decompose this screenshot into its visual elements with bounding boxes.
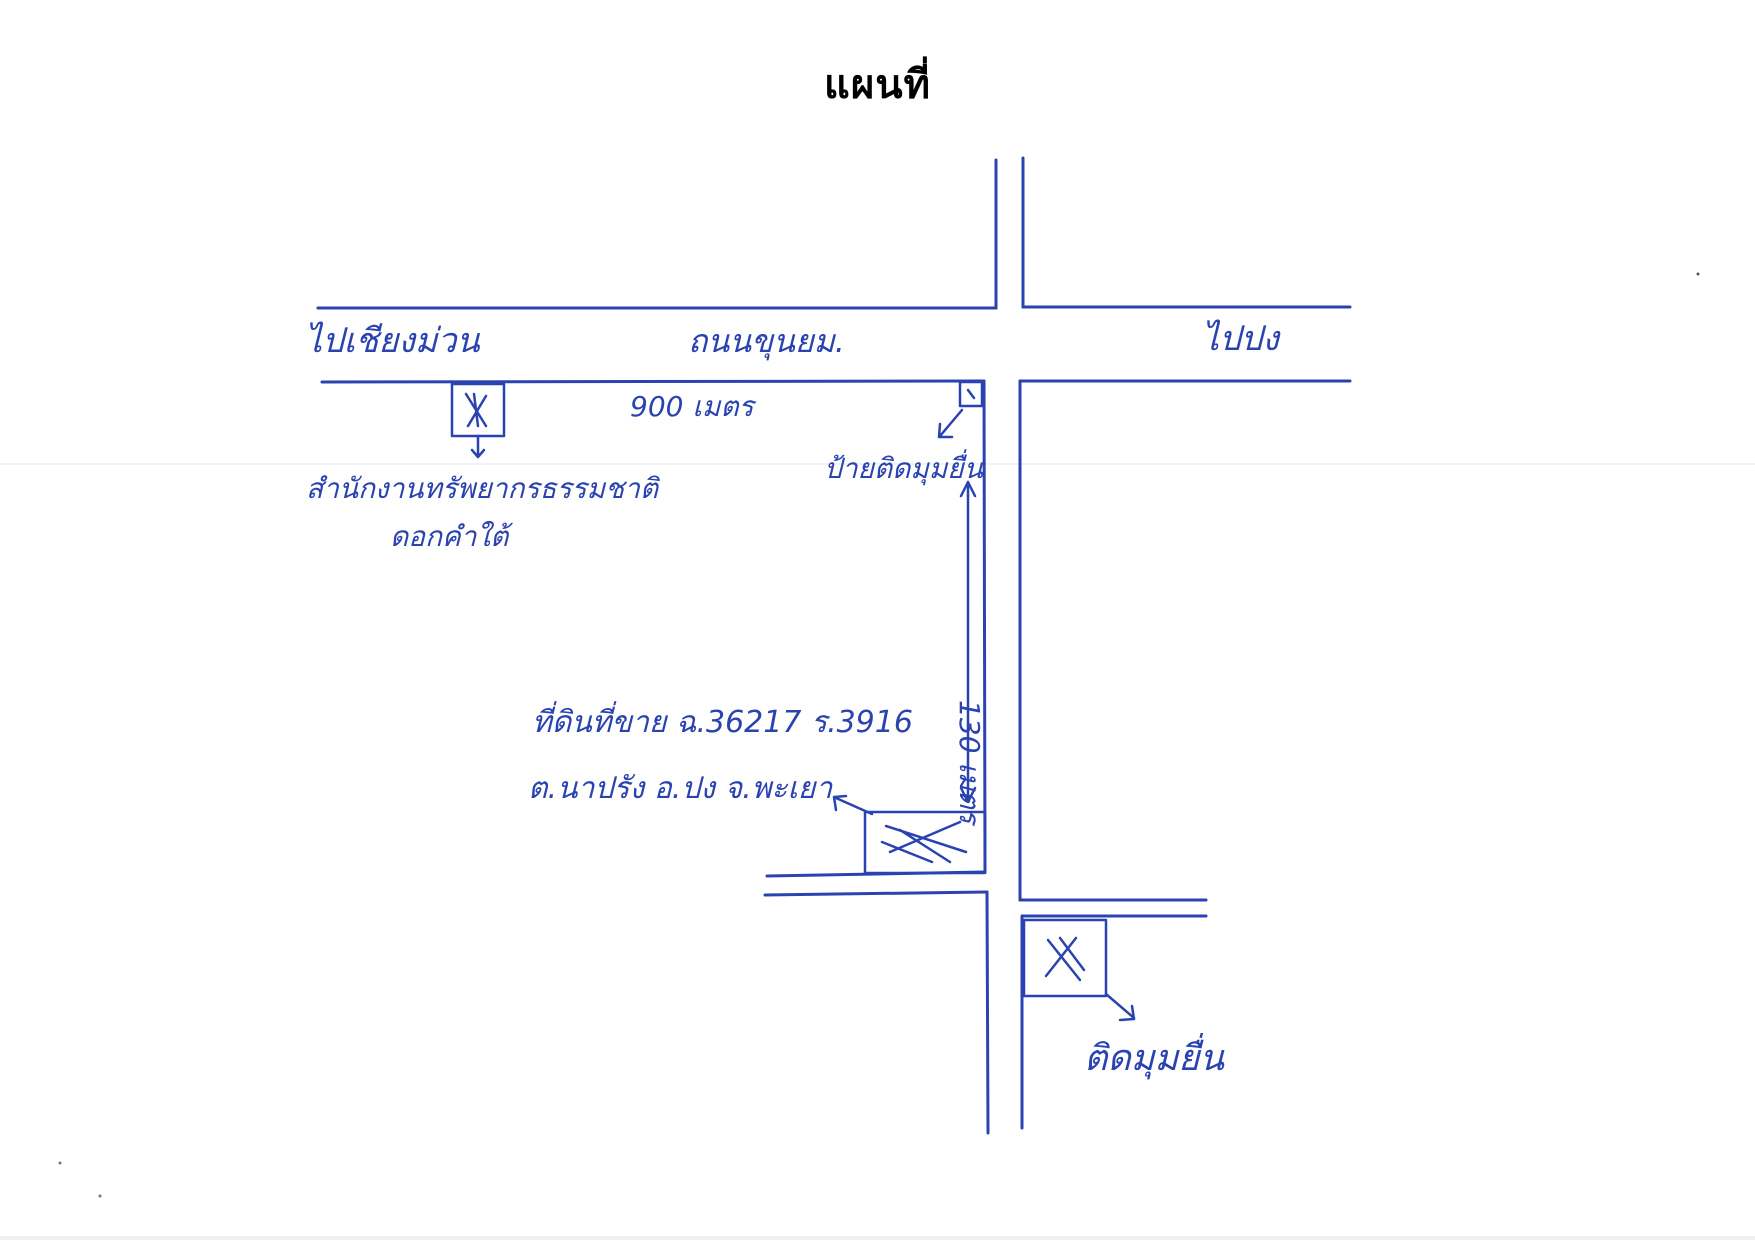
parcel-marker — [832, 794, 987, 875]
landmark-marker — [1022, 918, 1136, 1022]
side-road-west-bottom-edge — [763, 890, 989, 897]
sign-marker — [937, 380, 984, 439]
paper-bottom-edge — [0, 1236, 1755, 1240]
label-parcel-line1: ที่ดินที่ขาย ฉ.36217 ร.3916 — [532, 701, 913, 740]
paper-speck — [1696, 272, 1700, 276]
map-title: แผนที่ — [824, 61, 931, 108]
label-parcel-line2: ต.นาปรัง อ.ปง จ.พะเยา — [528, 771, 833, 806]
distance-arrow-vertical — [959, 480, 977, 804]
label-road-name: ถนนขุนยม. — [688, 322, 845, 361]
label-distance-vertical: 130 เมตร — [953, 700, 986, 827]
label-to-pong: ไปปง — [1202, 319, 1281, 359]
south-road-left-edge-lower — [985, 890, 990, 1135]
paper-fold-line — [0, 463, 1755, 465]
label-landmark: ติดมุมยื่น — [1084, 1032, 1225, 1080]
main-road-bottom-edge-west — [320, 379, 986, 384]
paper-speck — [58, 1161, 62, 1165]
label-sign: ป้ายติดมุมยื่น — [824, 449, 984, 486]
label-office-line1: สำนักงานทรัพยากรธรรมชาติ — [306, 472, 661, 505]
label-distance-top: 900 เมตร — [630, 390, 757, 423]
label-office-line2: ดอกคำใต้ — [390, 520, 513, 553]
south-road-left-edge — [982, 379, 987, 874]
paper-speck — [98, 1194, 102, 1198]
label-to-chiang-muan: ไปเชียงม่วน — [305, 321, 480, 361]
office-marker — [450, 382, 506, 459]
